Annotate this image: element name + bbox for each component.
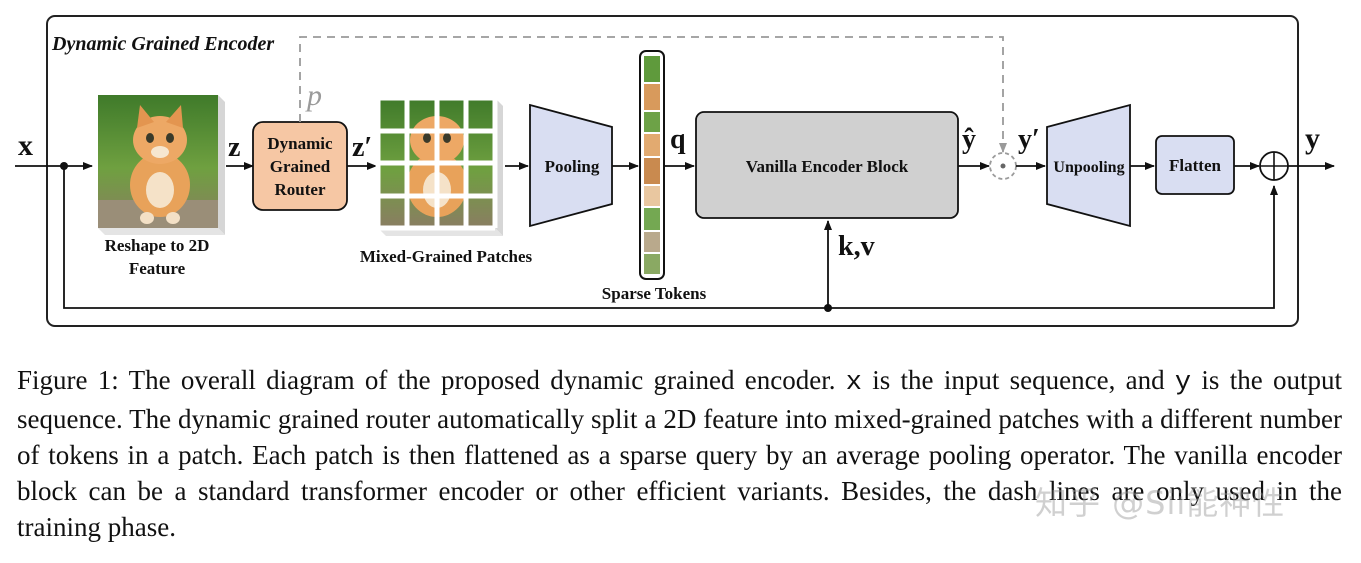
- router-label-line3: Router: [275, 180, 326, 199]
- cat-feature-image: [98, 95, 225, 235]
- reshape-label-line2: Feature: [129, 259, 186, 278]
- patches-label: Mixed-Grained Patches: [360, 247, 533, 266]
- router-label-line1: Dynamic: [267, 134, 333, 153]
- vanilla-encoder-block: [695, 111, 959, 219]
- skip-connection: [63, 166, 1278, 309]
- pooling-block: [529, 103, 613, 228]
- zprime-label: z′: [352, 132, 372, 163]
- mixed-grained-patches-image: [375, 95, 503, 236]
- flatten-block: [1155, 135, 1235, 195]
- figure-caption: Figure 1: The overall diagram of the pro…: [17, 365, 1342, 542]
- p-dashed-path: [299, 36, 1007, 153]
- unpooling-block: [1046, 103, 1131, 228]
- multiply-node-dot: [1000, 163, 1006, 169]
- input-x-label: x: [18, 129, 33, 162]
- encoder-title: Dynamic Grained Encoder: [51, 33, 274, 55]
- unpooling-label: Unpooling: [1053, 159, 1124, 176]
- sparse-token-tiles: [644, 56, 660, 274]
- yprime-label: y′: [1018, 124, 1040, 155]
- pooling-label: Pooling: [545, 157, 600, 176]
- router-label-line2: Grained: [270, 157, 331, 176]
- q-label: q: [670, 124, 686, 155]
- sparse-tokens-label: Sparse Tokens: [602, 284, 707, 303]
- p-label: p: [305, 79, 322, 112]
- yhat-label: ŷ: [962, 124, 976, 155]
- encoder-frame: [46, 15, 1299, 327]
- reshape-label-line1: Reshape to 2D: [105, 236, 210, 255]
- kv-label: k,v: [838, 231, 875, 262]
- z-label: z: [228, 132, 240, 163]
- watermark: 知乎 @Sii能神性: [1035, 484, 1286, 522]
- flatten-label: Flatten: [1169, 156, 1221, 175]
- output-y-label: y: [1305, 122, 1320, 155]
- figure-diagram: Dynamic Grained Encoder x Reshape to 2D …: [15, 15, 1335, 327]
- encoder-block-label: Vanilla Encoder Block: [746, 157, 909, 176]
